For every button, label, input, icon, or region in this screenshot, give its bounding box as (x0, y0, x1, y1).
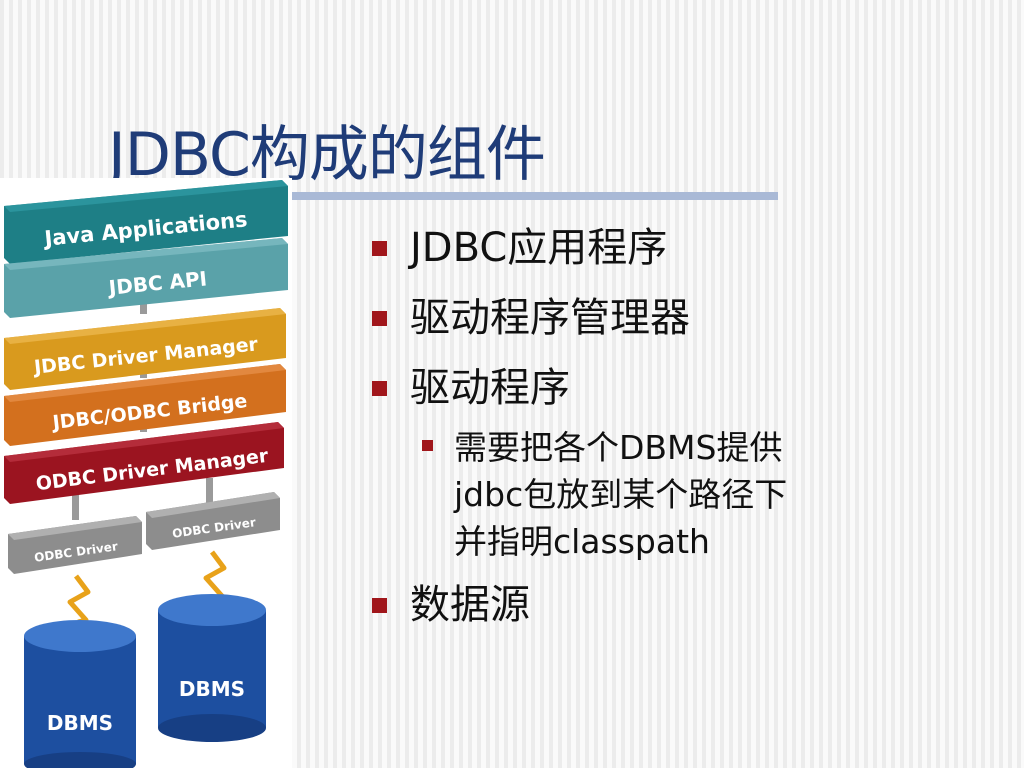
title-underline (0, 192, 778, 200)
architecture-svg: Java Applications JDBC API JDBC Driver M… (4, 180, 288, 768)
database-left-icon: DBMS (24, 620, 136, 768)
lightning-bolt-right-icon (203, 550, 227, 601)
bullet-square-icon (372, 241, 387, 256)
bullet-square-icon (372, 381, 387, 396)
bullet-item-data-source: 数据源 (372, 579, 894, 649)
bullet-item-driver: 驱动程序 (372, 362, 894, 432)
layer-jdbc-driver-manager: JDBC Driver Manager (4, 308, 286, 390)
connector-api-manager (140, 296, 147, 314)
layer-jdbc-odbc-bridge: JDBC/ODBC Bridge (4, 364, 286, 446)
bullet-item-driver-manager: 驱动程序管理器 (372, 292, 894, 362)
bullet-list: JDBC应用程序 驱动程序管理器 驱动程序 需要把各个DBMS提供 jdbc包放… (372, 222, 894, 649)
bullet-item-jdbc-application: JDBC应用程序 (372, 222, 894, 292)
database-label-right: DBMS (179, 677, 245, 701)
connector-right-driver (206, 478, 213, 508)
bullet-text: 驱动程序 (410, 365, 570, 411)
layer-java-applications: Java Applications (4, 180, 288, 264)
bullet-text: 数据源 (410, 582, 530, 628)
layer-jdbc-api: JDBC API (4, 238, 288, 318)
jdbc-architecture-diagram: Java Applications JDBC API JDBC Driver M… (0, 178, 292, 768)
lightning-bolt-left-icon (67, 574, 91, 625)
connector-left-driver (72, 478, 79, 520)
layer-odbc-driver-manager: ODBC Driver Manager (4, 422, 284, 504)
sub-bullet-square-icon (422, 440, 433, 451)
database-right-icon: DBMS (158, 594, 266, 742)
sub-bullet-line: 并指明classpath (454, 522, 710, 561)
odbc-driver-left: ODBC Driver (8, 516, 142, 574)
bullet-text: JDBC应用程序 (410, 225, 668, 271)
sub-bullet-item-classpath: 需要把各个DBMS提供 jdbc包放到某个路径下 并指明classpath (372, 424, 894, 565)
bullet-square-icon (372, 598, 387, 613)
sub-bullet-line: jdbc包放到某个路径下 (454, 475, 788, 514)
database-label-left: DBMS (47, 711, 113, 735)
bullet-text: 驱动程序管理器 (410, 295, 690, 341)
sub-bullet-line: 需要把各个DBMS提供 (454, 428, 783, 467)
bullet-square-icon (372, 311, 387, 326)
